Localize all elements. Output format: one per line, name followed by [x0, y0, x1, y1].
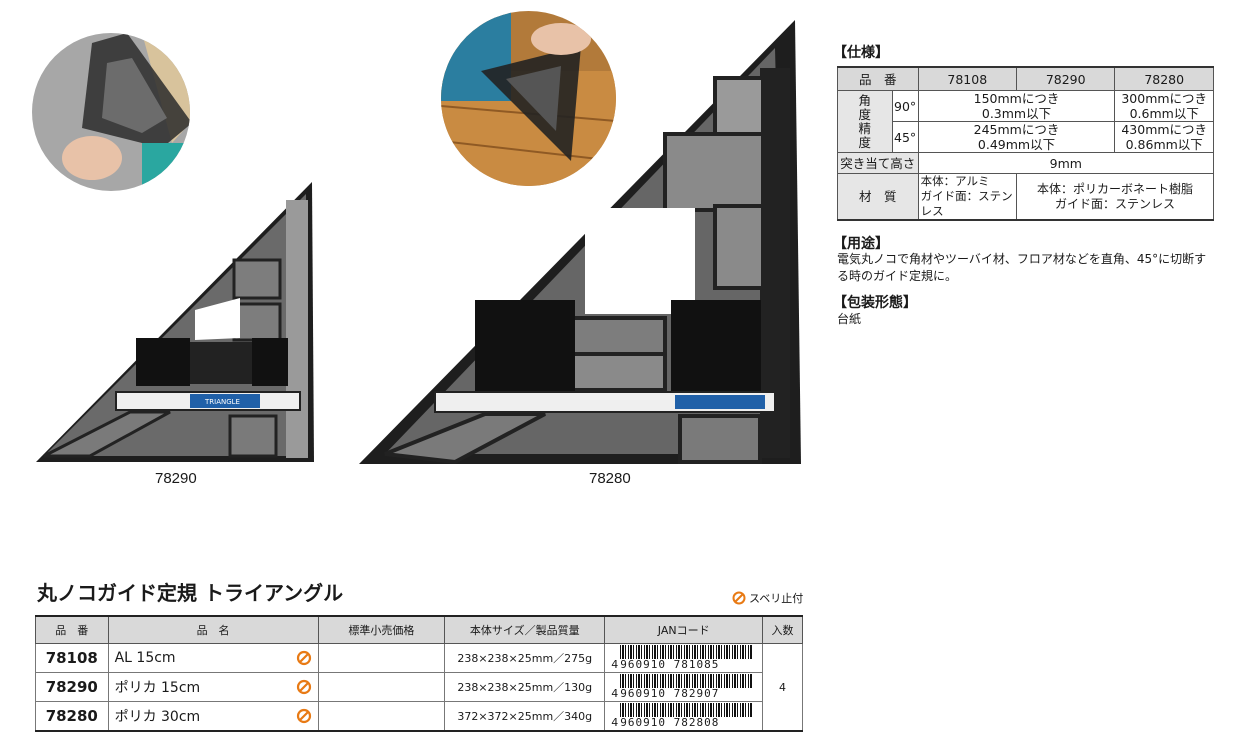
model-label-left: 78290: [155, 470, 197, 487]
spec-header-78108: 78108: [917, 66, 1018, 91]
material-aluminum: 本体：アルミガイド面：ステンレス: [917, 173, 1018, 221]
spec-header-row: 品 番 78108 78290 78280: [837, 66, 1214, 91]
non-slip-icon: [296, 650, 311, 666]
product-title: 丸ノコガイド定規 トライアングル: [37, 581, 344, 605]
product-price: [317, 672, 446, 702]
product-code: 78290: [35, 672, 109, 702]
material-b2: ガイド面：ステンレス: [1054, 196, 1175, 211]
deg-45: 45°: [891, 121, 919, 153]
usage-text: 電気丸ノコで角材やツーバイ材、フロア材などを直角、45°に切断す る時のガイド定…: [837, 251, 1217, 285]
material-a1: 本体：アルミ: [920, 174, 990, 188]
non-slip-icon: [296, 679, 311, 695]
product-name-cell: AL 15cm: [107, 643, 319, 673]
header-code: 品 番: [35, 615, 109, 644]
material-label: 材 質: [837, 173, 919, 221]
height-label: 突き当て高さ: [837, 152, 919, 174]
header-qty: 入数: [762, 615, 803, 644]
material-a2: ガイド面：ステンレス: [920, 189, 1013, 218]
triangle-product-large: [359, 20, 801, 465]
spec-row-material: 材 質 本体：アルミガイド面：ステンレス 本体：ポリカーボネート樹脂ガイド面：ス…: [837, 173, 1214, 221]
spec-header-code: 品 番: [837, 66, 919, 91]
product-size: 372×372×25mm／340g: [444, 701, 606, 732]
product-name: AL 15cm: [114, 650, 176, 666]
model-label-right: 78280: [589, 470, 631, 487]
packaging-heading: 【包装形態】: [833, 295, 917, 311]
product-code: 78108: [35, 643, 109, 673]
spec-90-b: 300mmにつき: [1121, 91, 1208, 106]
product-size: 238×238×25mm／275g: [444, 643, 606, 673]
jan-first-digit: 4: [611, 716, 619, 729]
slip-legend: スベリ止付: [732, 590, 803, 606]
spec-45-b2: 0.86mm以下: [1125, 137, 1203, 152]
jan-digits: 960910 782907: [620, 687, 720, 700]
barcode: [620, 703, 753, 717]
ruler-label: TRIANGLE: [204, 398, 240, 406]
jan-first-digit: 4: [611, 658, 619, 671]
spec-45-a2: 0.49mm以下: [977, 137, 1056, 152]
jan-digits: 960910 781085: [620, 658, 720, 671]
header-name: 品 名: [107, 615, 319, 644]
product-size: 238×238×25mm／130g: [444, 672, 606, 702]
height-value: 9mm: [917, 152, 1215, 174]
spec-45-b: 430mmにつき: [1121, 122, 1208, 137]
spec-90-b2: 0.6mm以下: [1129, 106, 1199, 121]
material-polycarbonate: 本体：ポリカーボネート樹脂ガイド面：ステンレス: [1016, 173, 1214, 221]
product-code: 78280: [35, 701, 109, 732]
spec-header-78290: 78290: [1015, 66, 1116, 91]
non-slip-icon: [732, 591, 746, 605]
spec-heading: 【仕様】: [833, 45, 889, 61]
product-quantity: 4: [762, 643, 803, 732]
packaging-value: 台紙: [837, 312, 862, 326]
header-price: 標準小売価格: [317, 615, 446, 644]
jan-digits: 960910 782808: [620, 716, 720, 729]
spec-90-a: 150mmにつき: [973, 91, 1060, 106]
spec-45-a: 245mmにつき: [973, 122, 1060, 137]
product-price: [317, 701, 446, 732]
product-photo-left: [32, 33, 190, 191]
product-name: ポリカ 30cm: [114, 709, 201, 725]
product-header-row: 品 番 品 名 標準小売価格 本体サイズ／製品質量 JANコード 入数: [35, 615, 803, 644]
barcode: [620, 674, 753, 688]
spec-90-a2: 0.3mm以下: [981, 106, 1052, 121]
slip-label: スベリ止付: [749, 592, 804, 605]
usage-line-1: 電気丸ノコで角材やツーバイ材、フロア材などを直角、45°に切断す: [837, 252, 1207, 266]
triangle-product-small: TRIANGLE: [36, 182, 314, 462]
product-name-cell: ポリカ 15cm: [107, 672, 319, 702]
product-name: ポリカ 15cm: [114, 680, 201, 696]
deg-90: 90°: [891, 90, 919, 122]
spec-row-height: 突き当て高さ 9mm: [837, 152, 1215, 174]
header-size: 本体サイズ／製品質量: [444, 615, 606, 644]
product-price: [317, 643, 446, 673]
non-slip-icon: [296, 708, 311, 724]
angle-accuracy-label: 角度精度: [837, 90, 893, 153]
material-b1: 本体：ポリカーボネート樹脂: [1036, 181, 1193, 196]
angle-accuracy-text: 角度精度: [858, 92, 872, 150]
usage-line-2: る時のガイド定規に。: [837, 269, 958, 283]
spec-header-78280: 78280: [1114, 66, 1214, 91]
usage-heading: 【用途】: [833, 236, 889, 252]
header-jan: JANコード: [604, 615, 764, 644]
product-name-cell: ポリカ 30cm: [107, 701, 319, 732]
jan-first-digit: 4: [611, 687, 619, 700]
product-table: 品 番 品 名 標準小売価格 本体サイズ／製品質量 JANコード 入数 7810…: [35, 615, 803, 732]
barcode: [620, 645, 753, 659]
